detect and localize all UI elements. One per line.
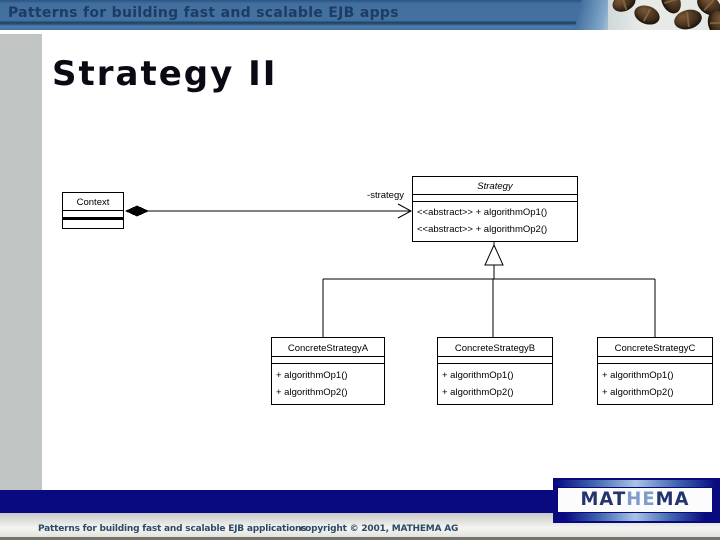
- logo-gradient-bar-top: [555, 480, 716, 487]
- attributes-compartment: [413, 195, 577, 202]
- operations-compartment: [63, 220, 123, 226]
- mathema-logo: MATHEMA: [553, 478, 720, 523]
- header-title: Patterns for building fast and scalable …: [8, 5, 399, 21]
- class-box-concrete-strategy-a: ConcreteStrategyA + algorithmOp1() + alg…: [271, 337, 385, 405]
- aggregation-diamond-icon: [125, 205, 149, 217]
- association-role-label: -strategy: [367, 190, 404, 201]
- operation: + algorithmOp1(): [276, 370, 348, 381]
- attributes-compartment: [438, 357, 552, 364]
- class-name: ConcreteStrategyC: [598, 338, 712, 357]
- logo-plate: MATHEMA: [558, 488, 712, 512]
- footer-copyright: copyright © 2001, MATHEMA AG: [300, 524, 459, 534]
- operations-compartment: <<abstract>> + algorithmOp1() <<abstract…: [413, 202, 577, 238]
- operation: + algorithmOp2(): [276, 387, 348, 398]
- header-bar: Patterns for building fast and scalable …: [0, 0, 720, 30]
- attributes-compartment: [272, 357, 384, 364]
- left-gray-strip: [0, 34, 42, 490]
- logo-wordmark: MATHEMA: [580, 488, 690, 511]
- footer-bottom-edge: [0, 537, 720, 540]
- operation: + algorithmOp1(): [442, 370, 514, 381]
- class-name: Context: [63, 193, 123, 211]
- compartment-divider: [63, 217, 123, 220]
- slide-title: Strategy II: [52, 54, 278, 94]
- operation: + algorithmOp2(): [442, 387, 514, 398]
- logo-gradient-bar-bottom: [565, 513, 705, 521]
- attributes-compartment: [598, 357, 712, 364]
- operations-compartment: + algorithmOp1() + algorithmOp2(): [438, 364, 552, 401]
- coffee-beans-photo: [608, 0, 720, 30]
- footer-navy-bar: [0, 490, 720, 513]
- class-box-concrete-strategy-b: ConcreteStrategyB + algorithmOp1() + alg…: [437, 337, 553, 405]
- operation: + algorithmOp1(): [602, 370, 674, 381]
- coffee-bean: [631, 2, 663, 28]
- operations-compartment: + algorithmOp1() + algorithmOp2(): [272, 364, 384, 401]
- operation: + algorithmOp2(): [602, 387, 674, 398]
- generalization-triangle-icon: [484, 243, 504, 266]
- open-arrowhead-icon: [397, 203, 413, 219]
- class-box-concrete-strategy-c: ConcreteStrategyC + algorithmOp1() + alg…: [597, 337, 713, 405]
- class-name: ConcreteStrategyB: [438, 338, 552, 357]
- operation: <<abstract>> + algorithmOp1(): [417, 207, 548, 218]
- class-box-context: Context: [62, 192, 124, 229]
- class-box-strategy: Strategy <<abstract>> + algorithmOp1() <…: [412, 176, 578, 242]
- logo-part: MAT: [580, 488, 627, 511]
- logo-part: HE: [626, 488, 656, 511]
- operations-compartment: + algorithmOp1() + algorithmOp2(): [598, 364, 712, 401]
- footer-presentation-title: Patterns for building fast and scalable …: [38, 524, 307, 534]
- class-name: ConcreteStrategyA: [272, 338, 384, 357]
- logo-part: MA: [655, 488, 690, 511]
- class-name: Strategy: [413, 177, 577, 195]
- operation: <<abstract>> + algorithmOp2(): [417, 224, 548, 235]
